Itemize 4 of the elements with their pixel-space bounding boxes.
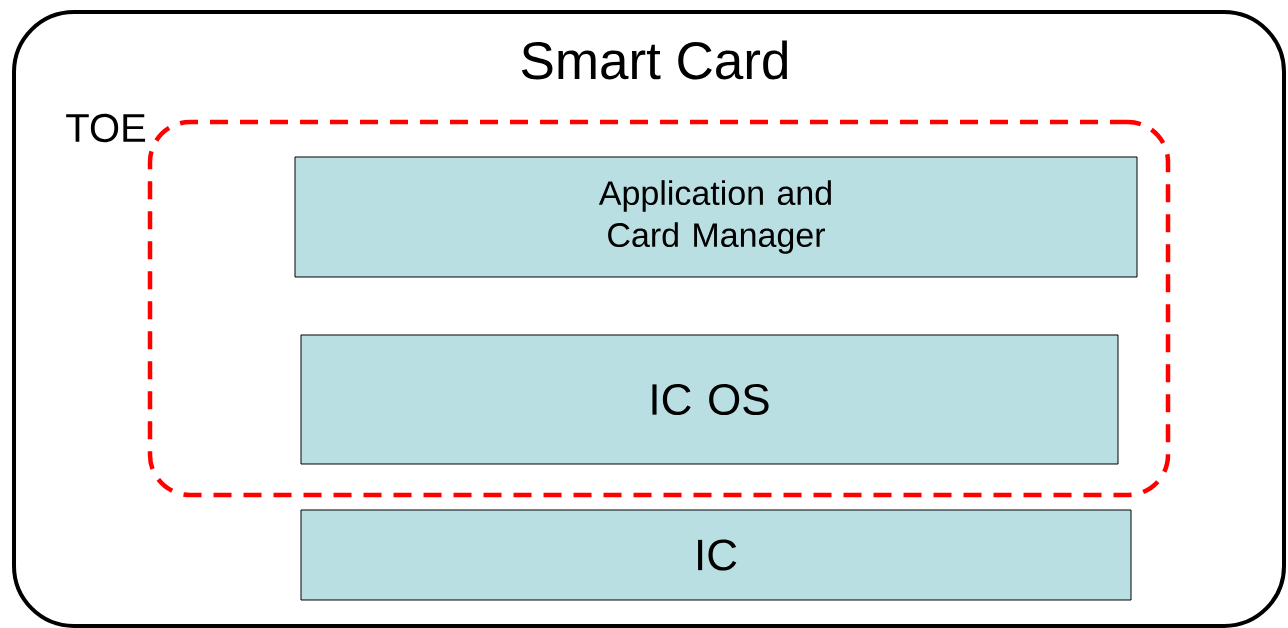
layer-box: IC OS (300, 334, 1119, 465)
node-label: TOE (66, 113, 146, 143)
layer-box: IC (300, 509, 1132, 601)
layer-box: Application and Card Manager (294, 156, 1138, 278)
